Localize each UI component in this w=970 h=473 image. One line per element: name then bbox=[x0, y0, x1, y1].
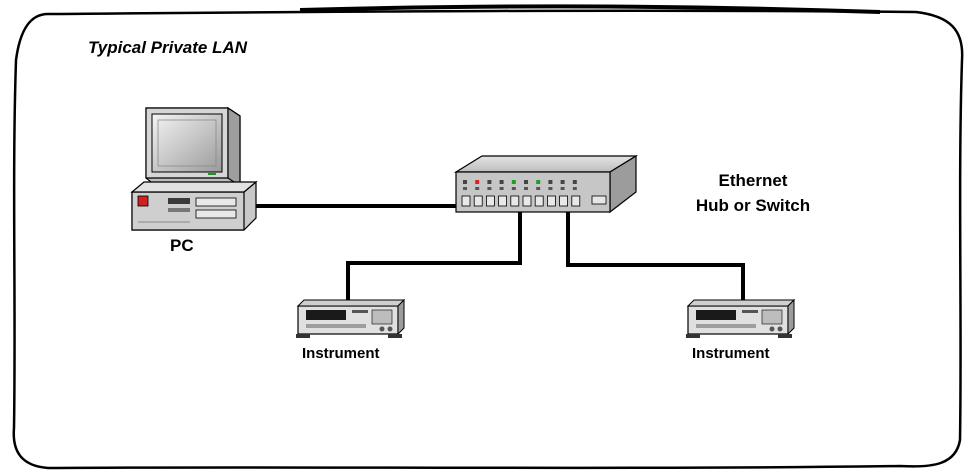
switch-led bbox=[524, 187, 528, 190]
network-cables bbox=[248, 204, 745, 302]
switch-port bbox=[461, 195, 471, 207]
switch-led bbox=[499, 187, 504, 190]
switch-label-line2: Hub or Switch bbox=[695, 196, 811, 215]
switch-led bbox=[560, 187, 565, 190]
switch-port bbox=[510, 195, 520, 207]
switch-led bbox=[524, 180, 528, 184]
switch-led bbox=[511, 180, 516, 184]
instrument-2-label: Instrument bbox=[692, 345, 770, 362]
pc-label: PC bbox=[170, 236, 194, 255]
switch-led bbox=[511, 187, 516, 190]
switch-port bbox=[559, 195, 568, 207]
switch-port bbox=[571, 195, 581, 207]
network-switch-icon bbox=[453, 154, 639, 214]
switch-led bbox=[487, 187, 492, 190]
switch-led bbox=[560, 180, 565, 184]
switch-led bbox=[487, 180, 492, 184]
switch-led bbox=[572, 187, 577, 190]
switch-port bbox=[547, 195, 556, 207]
switch-led bbox=[499, 180, 504, 184]
switch-led bbox=[536, 180, 541, 184]
switch-led bbox=[475, 187, 480, 190]
desktop-computer-icon bbox=[130, 106, 258, 231]
switch-port bbox=[485, 195, 495, 207]
switch-port bbox=[522, 195, 532, 207]
bench-instrument-icon bbox=[296, 298, 406, 338]
switch-port bbox=[534, 195, 544, 207]
switch-port bbox=[498, 195, 508, 207]
cable-switch-to-instrument-2 bbox=[566, 204, 745, 302]
switch-led bbox=[572, 180, 577, 184]
switch-led bbox=[463, 180, 467, 184]
switch-port bbox=[473, 195, 483, 207]
switch-led bbox=[475, 180, 480, 184]
frame-top-stroke bbox=[299, 4, 881, 14]
cable-switch-to-instrument-1 bbox=[346, 204, 522, 302]
switch-led bbox=[548, 180, 553, 184]
bench-instrument-icon bbox=[686, 298, 796, 338]
switch-led bbox=[463, 187, 467, 190]
diagram-frame bbox=[12, 9, 964, 470]
instrument-1-label: Instrument bbox=[302, 345, 380, 362]
switch-led bbox=[548, 187, 553, 190]
switch-label-line1: Ethernet bbox=[718, 171, 788, 190]
switch-led bbox=[536, 187, 541, 190]
switch-label: Ethernet Hub or Switch bbox=[668, 168, 838, 218]
diagram-title: Typical Private LAN bbox=[88, 38, 248, 57]
switch-ports bbox=[461, 180, 581, 207]
